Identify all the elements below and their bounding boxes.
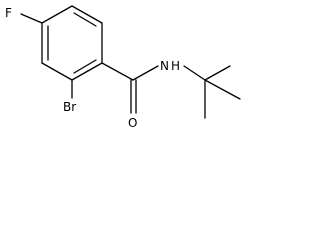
bond-tbu-methyl-up [204, 65, 231, 81]
bond-tbu-methyl-right [204, 79, 241, 100]
bond-ring-carbonyl [101, 62, 134, 81]
ring-double-bond-inner-1 [73, 12, 97, 27]
ring-bond-c6-c1 [41, 5, 73, 24]
atom-label-bromine: Br [63, 100, 76, 114]
ring-bond-c3-c4 [71, 62, 103, 81]
ring-double-bond-inner-2 [73, 59, 97, 74]
structure-diagram: F Br O N H [5, 5, 241, 130]
atom-label-nitrogen: N [160, 59, 169, 73]
ring-bond-c1-c2 [71, 5, 103, 24]
ring-bond-c4-c5 [41, 62, 73, 81]
bond-n-quaternary-c [183, 65, 206, 81]
atom-label-fluorine: F [5, 6, 12, 20]
atom-label-oxygen: O [128, 116, 137, 130]
benzene-ring [41, 5, 103, 81]
bond-c-f [20, 13, 43, 24]
bond-carbonyl-n [132, 65, 159, 81]
atom-label-hydrogen: H [171, 59, 180, 73]
